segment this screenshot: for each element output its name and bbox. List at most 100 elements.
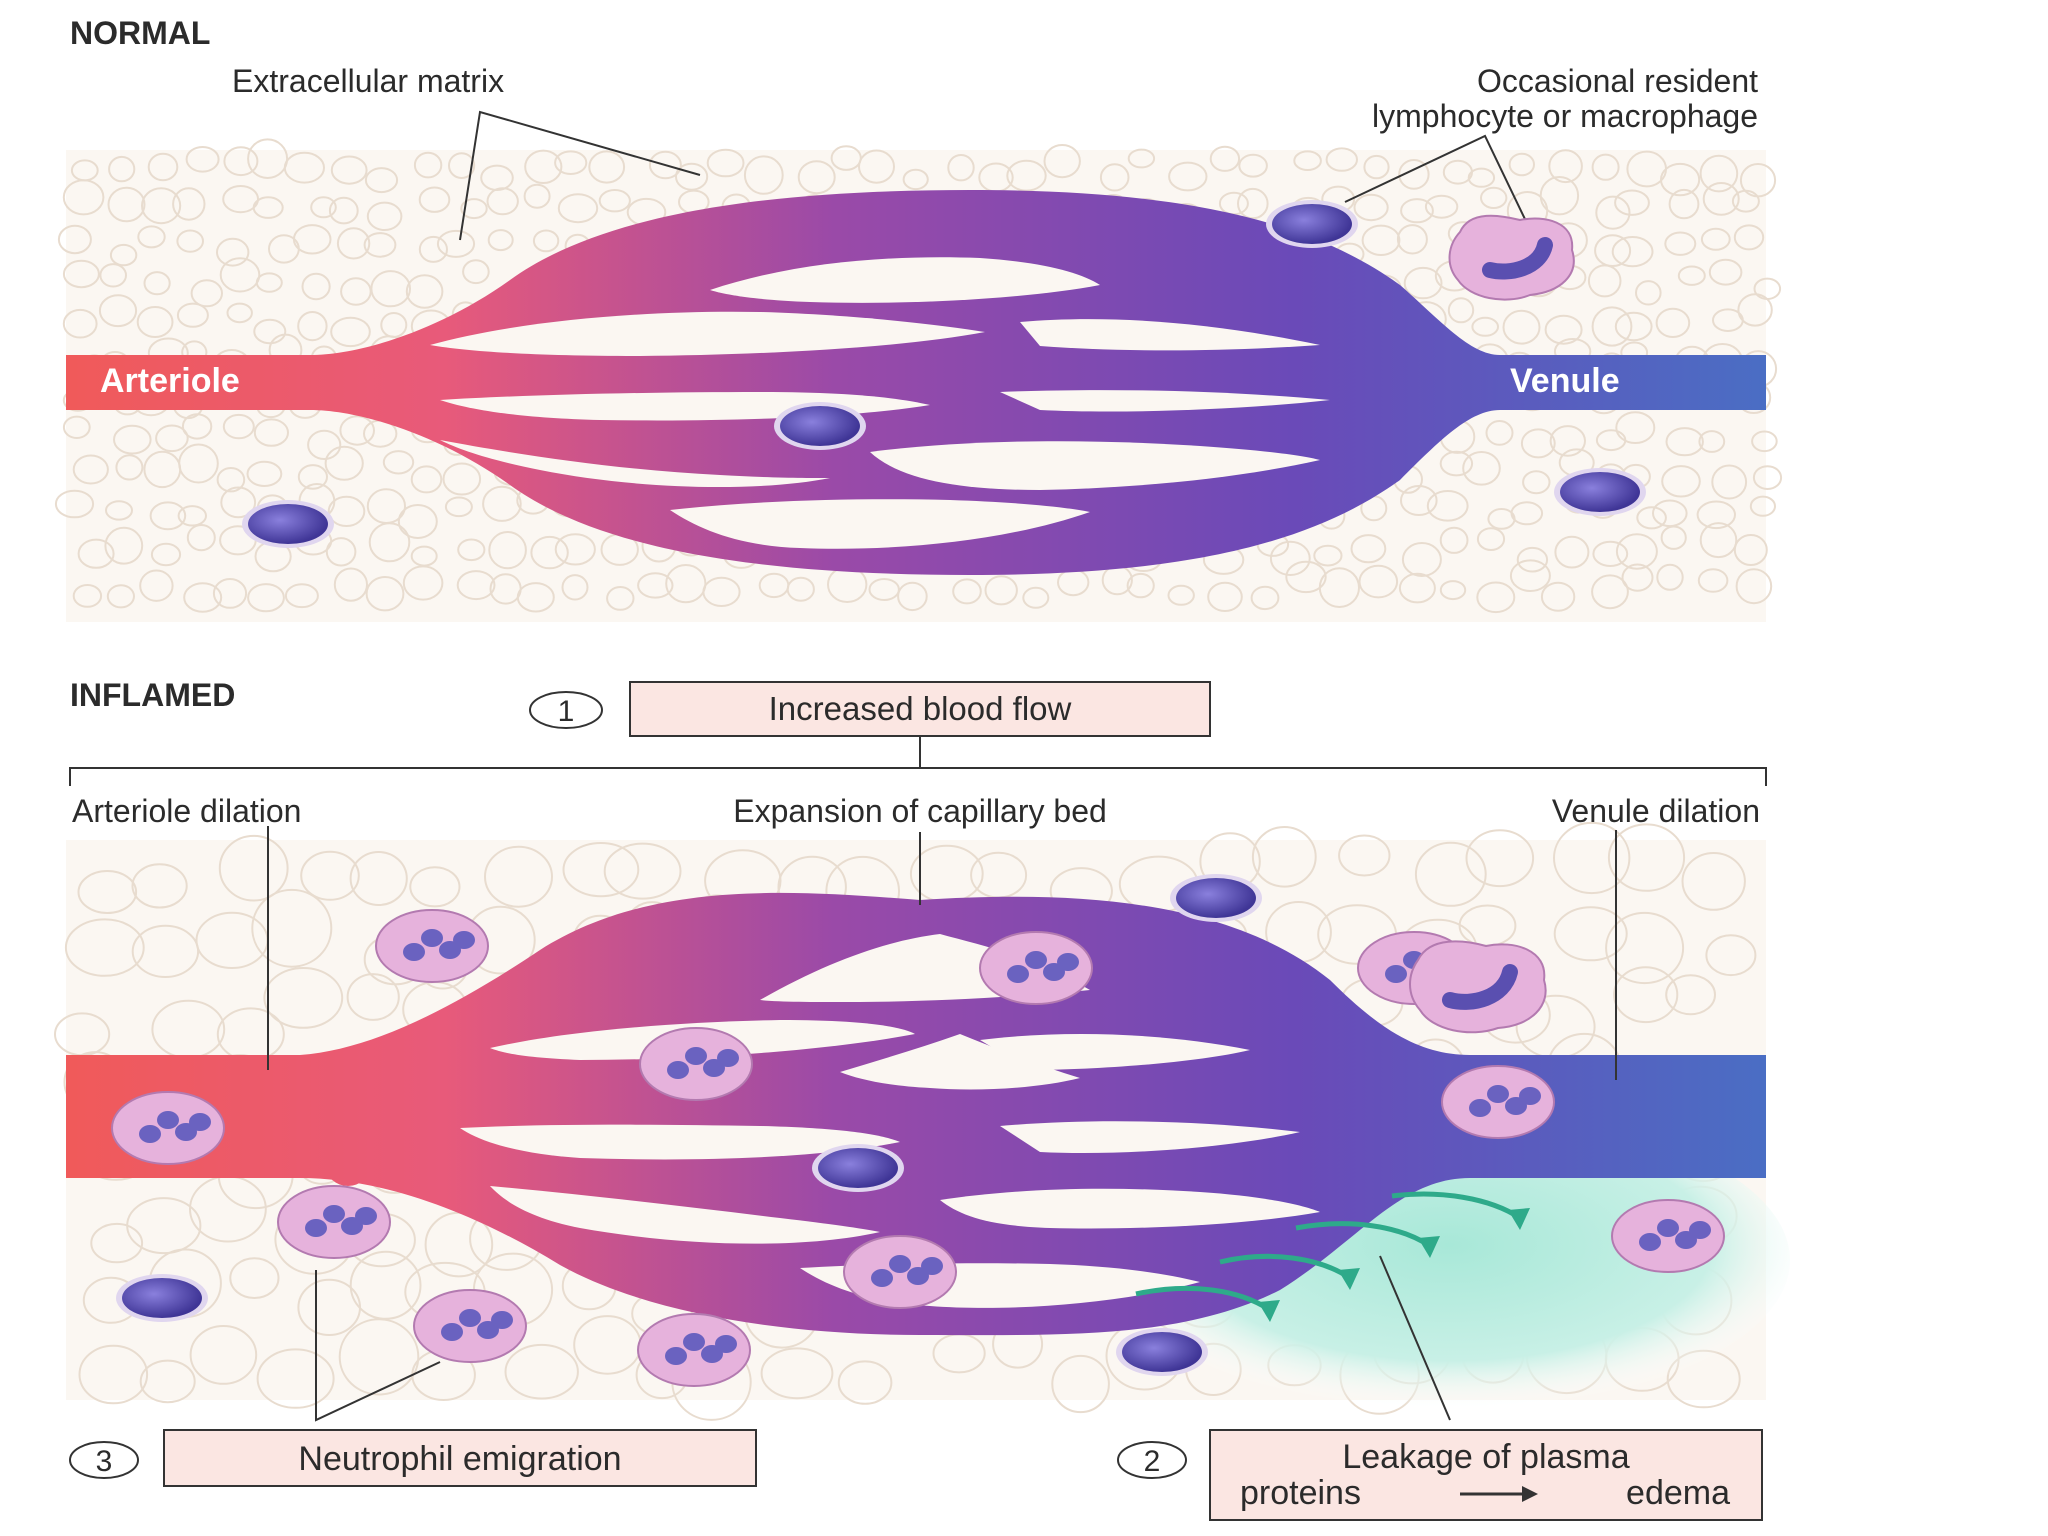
matrix-fiber <box>1554 535 1590 569</box>
matrix-fiber <box>1439 580 1467 601</box>
matrix-fiber <box>62 179 105 216</box>
matrix-fiber <box>1731 189 1760 213</box>
matrix-fiber <box>155 424 189 453</box>
leakage-label-line1: Leakage of plasma <box>1342 1438 1629 1476</box>
matrix-fiber <box>486 187 519 216</box>
matrix-fiber <box>588 150 626 184</box>
matrix-fiber <box>488 531 527 570</box>
matrix-fiber <box>1400 198 1434 224</box>
normal-vessel-network <box>66 190 1766 575</box>
matrix-fiber <box>786 576 815 602</box>
matrix-fiber <box>297 311 328 342</box>
extracellular-matrix-label: Extracellular matrix <box>232 63 504 99</box>
matrix-fiber <box>1733 534 1768 566</box>
extracellular-matrix-leader <box>459 110 701 241</box>
matrix-fiber <box>297 464 328 490</box>
venule-dilation-label: Venule dilation <box>1552 793 1760 829</box>
matrix-fiber <box>310 196 337 219</box>
matrix-fiber <box>126 1197 202 1255</box>
matrix-fiber <box>62 259 100 289</box>
matrix-fiber <box>1502 309 1541 345</box>
matrix-fiber <box>115 454 144 481</box>
matrix-fiber <box>107 186 146 223</box>
matrix-fiber <box>1237 187 1269 220</box>
matrix-fiber <box>1668 188 1700 220</box>
matrix-fiber <box>149 501 187 531</box>
matrix-fiber <box>413 151 443 179</box>
matrix-fiber <box>675 162 709 191</box>
matrix-fiber <box>253 318 287 345</box>
matrix-fiber <box>1350 534 1387 564</box>
venule-label: Venule <box>1510 362 1620 400</box>
leakage-leader <box>1379 1255 1451 1421</box>
matrix-fiber <box>837 1360 893 1405</box>
normal-lymphocyte <box>242 500 334 548</box>
matrix-fiber <box>606 586 635 611</box>
matrix-fiber <box>301 272 331 301</box>
step3-number: 3 <box>96 1445 113 1478</box>
matrix-fiber <box>1699 522 1738 559</box>
matrix-fiber <box>229 1257 280 1299</box>
matrix-fiber <box>984 575 1018 606</box>
matrix-fiber <box>325 537 357 567</box>
matrix-fiber <box>1591 153 1620 181</box>
matrix-fiber <box>99 263 127 288</box>
matrix-fiber <box>1293 150 1322 171</box>
matrix-fiber <box>1591 306 1633 347</box>
matrix-fiber <box>456 570 496 601</box>
matrix-fiber <box>131 924 200 979</box>
neutrophil <box>1611 1199 1725 1273</box>
matrix-fiber <box>1636 506 1667 530</box>
matrix-fiber <box>98 294 138 328</box>
matrix-fiber <box>382 450 415 475</box>
neutrophil <box>637 1313 751 1387</box>
matrix-fiber <box>1520 428 1556 459</box>
inflamed-macrophage <box>1409 940 1547 1034</box>
neutrophil <box>375 909 489 983</box>
inflamed-heading: INFLAMED <box>70 677 235 713</box>
normal-capillary-gaps <box>430 257 1330 549</box>
matrix-fiber <box>554 533 596 566</box>
matrix-fiber <box>1424 194 1459 219</box>
matrix-fiber <box>1043 144 1081 179</box>
matrix-fiber <box>300 850 360 901</box>
matrix-fiber <box>1353 193 1389 222</box>
matrix-fiber <box>72 454 109 485</box>
arteriole-label: Arteriole <box>100 362 240 400</box>
matrix-fiber <box>368 522 411 563</box>
matrix-fiber <box>263 967 344 1029</box>
matrix-fiber <box>176 229 204 253</box>
matrix-fiber <box>328 196 359 225</box>
matrix-fiber <box>1022 586 1050 609</box>
matrix-fiber <box>952 578 982 605</box>
matrix-fiber <box>1708 258 1743 286</box>
matrix-fiber <box>902 168 929 191</box>
matrix-fiber <box>409 866 461 908</box>
matrix-fiber <box>150 542 182 567</box>
matrix-fiber <box>397 504 438 539</box>
matrix-fiber <box>330 316 371 348</box>
matrix-fiber <box>1006 159 1047 192</box>
matrix-fiber <box>1126 572 1155 599</box>
matrix-fiber <box>523 183 551 209</box>
matrix-fiber <box>346 973 400 1021</box>
matrix-fiber <box>1426 490 1469 522</box>
matrix-fiber <box>218 834 289 902</box>
neutrophil <box>1441 1065 1555 1139</box>
matrix-fiber <box>554 150 588 175</box>
step1-number: 1 <box>558 695 575 728</box>
matrix-fiber <box>1476 581 1516 614</box>
matrix-fiber <box>743 155 784 195</box>
matrix-fiber <box>131 863 188 909</box>
matrix-fiber <box>1615 411 1656 445</box>
matrix-fiber <box>324 445 364 481</box>
matrix-fiber <box>1548 149 1583 184</box>
matrix-fiber <box>405 274 444 309</box>
matrix-fiber <box>1681 852 1746 911</box>
matrix-fiber <box>462 259 490 285</box>
matrix-fiber <box>1553 821 1631 895</box>
matrix-fiber <box>220 486 257 519</box>
matrix-fiber <box>532 229 560 253</box>
matrix-fiber <box>216 467 246 493</box>
matrix-fiber <box>530 535 569 570</box>
